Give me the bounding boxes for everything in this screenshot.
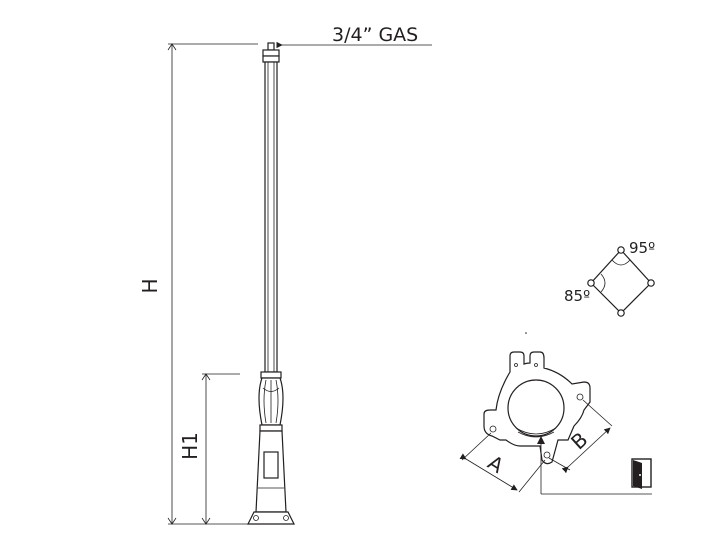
angle-diagram: 95º 85º bbox=[564, 239, 655, 317]
height-label: H bbox=[138, 278, 162, 293]
angle-square bbox=[590, 249, 652, 314]
post-shaft bbox=[264, 61, 278, 373]
base-height-dimension: H1 bbox=[178, 373, 240, 525]
base-door-panel bbox=[263, 451, 279, 479]
lamp-post bbox=[247, 42, 295, 525]
gas-callout: 3/4” GAS bbox=[276, 24, 432, 49]
base-height-label: H1 bbox=[178, 432, 202, 460]
door-indicator bbox=[537, 436, 652, 495]
height-dimension: H bbox=[138, 43, 258, 525]
angle-top-label: 95º bbox=[629, 239, 655, 257]
dimension-a-label: A bbox=[484, 450, 509, 478]
gas-label: 3/4” GAS bbox=[332, 24, 418, 46]
base-plan-view bbox=[483, 351, 591, 465]
door-icon bbox=[631, 458, 652, 489]
base-center-hole bbox=[507, 379, 565, 437]
angle-left-label: 85º bbox=[564, 287, 590, 305]
